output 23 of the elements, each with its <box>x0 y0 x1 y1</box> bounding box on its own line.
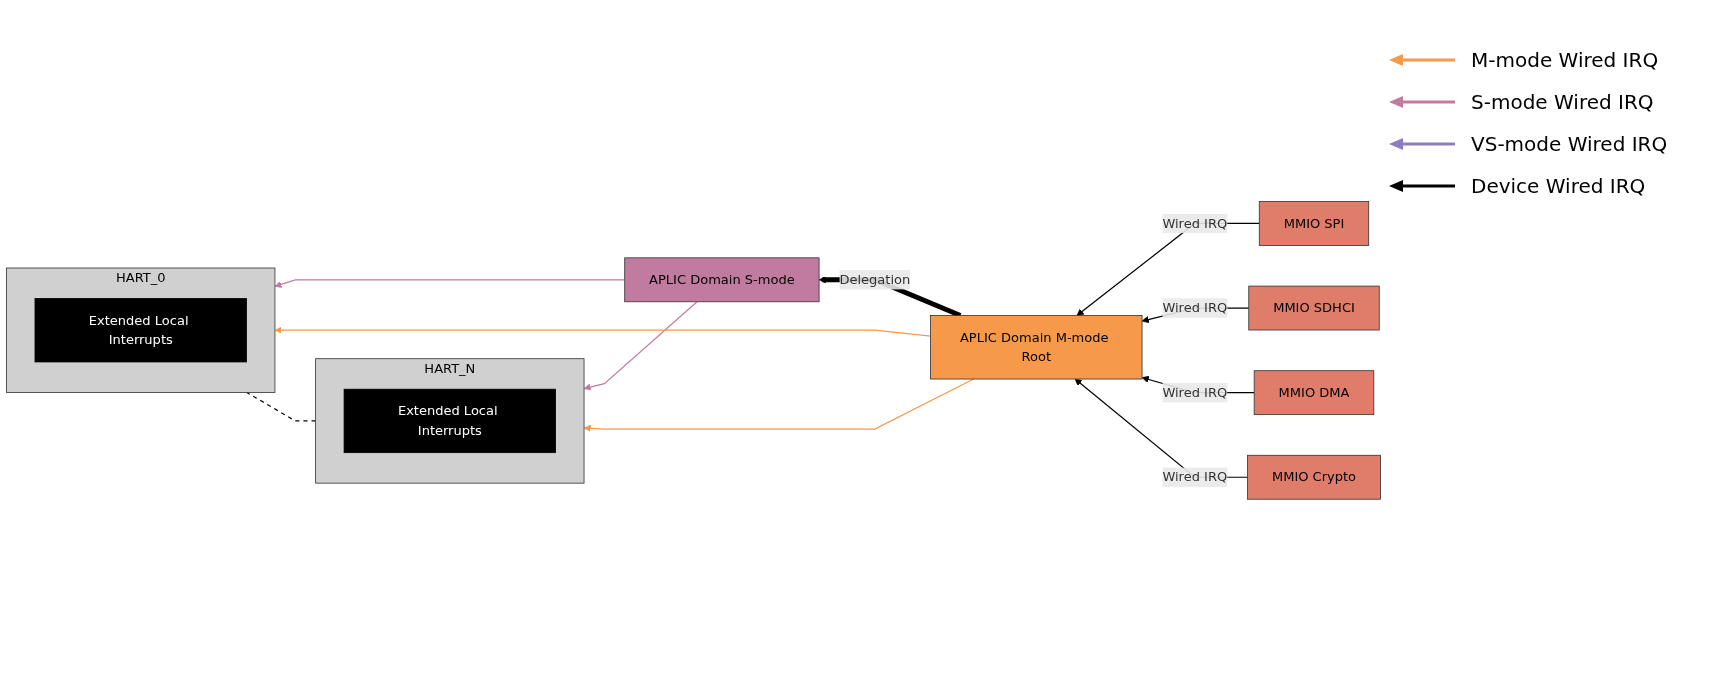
node-box: MMIO Crypto <box>1247 454 1381 500</box>
connector <box>246 391 317 422</box>
arrow <box>274 278 626 288</box>
edge-label: Wired IRQ <box>1162 468 1228 485</box>
legend-text: M-mode Wired IRQ <box>1471 48 1659 72</box>
arrow <box>274 326 932 337</box>
arrow <box>583 378 975 432</box>
node-box: APLIC Domain M-mode Root <box>930 314 1143 380</box>
arrow <box>583 300 698 391</box>
legend-text: VS-mode Wired IRQ <box>1471 132 1668 156</box>
edge-label: Delegation <box>839 271 911 287</box>
edge-label: Wired IRQ <box>1162 299 1228 316</box>
edge-label: Wired IRQ <box>1162 384 1228 400</box>
legend-text: Device Wired IRQ <box>1471 174 1646 198</box>
node-box: Extended Local Interrupts <box>343 388 556 453</box>
node-box: APLIC Domain S-mode <box>624 257 820 302</box>
arrow <box>1074 378 1249 478</box>
node-box: MMIO SPI <box>1258 200 1370 246</box>
node-box: MMIO SDHCI <box>1248 285 1380 331</box>
node-box: MMIO DMA <box>1253 369 1375 415</box>
edge-label: Wired IRQ <box>1162 214 1228 231</box>
legend-text: S-mode Wired IRQ <box>1471 90 1654 114</box>
node-box: Extended Local Interrupts <box>34 297 247 362</box>
